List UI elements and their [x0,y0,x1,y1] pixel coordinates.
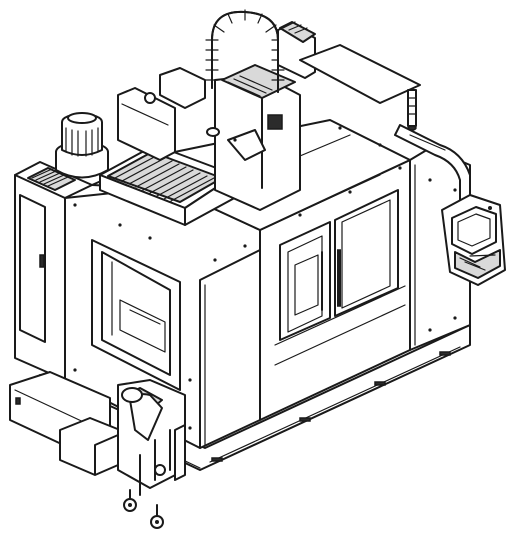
roof-electrical-box [277,21,421,104]
chip-conveyor [9,371,126,476]
caster-wheels [123,464,166,529]
coolant-tank-cart [117,379,186,496]
spindle-head [206,64,301,211]
spindle-motor-cover [99,144,241,226]
signal-tower [407,89,417,131]
door-window-left [279,221,331,341]
top-vent-grille [27,167,76,191]
fastener-dots [73,126,457,430]
door-latch-icon [39,254,45,268]
control-panel-pendant [441,194,506,286]
enclosure-left-side [14,161,93,381]
caster-wheel-icon [154,464,166,476]
door-window-right [334,189,399,317]
enclosure-front-left [64,187,261,449]
control-keypad [454,249,501,279]
left-window [91,239,181,391]
conveyor-port-icon [15,397,21,405]
spindle-knob-icon [206,127,220,137]
spindle-label-icon [267,114,283,130]
tool-changer-carousel [55,112,109,179]
front-sliding-doors [259,159,418,421]
tool-changer-motor-box [117,67,206,161]
left-access-door [19,194,46,343]
